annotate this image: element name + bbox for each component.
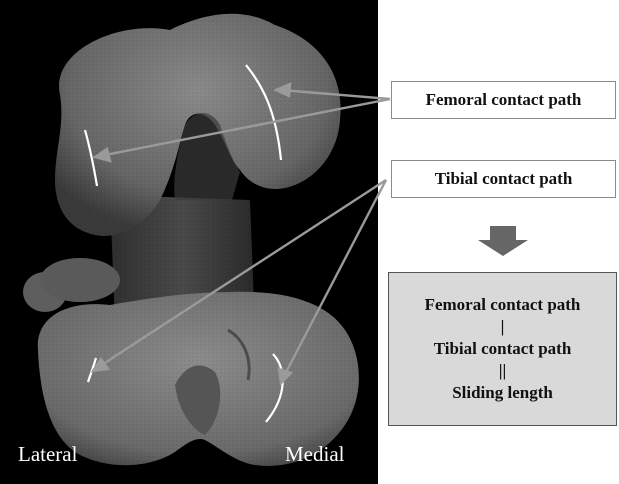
formula-box: Femoral contact path | Tibial contact pa…: [388, 272, 617, 426]
down-arrow-icon: [478, 226, 528, 256]
lateral-label: Lateral: [18, 442, 77, 467]
formula-operator-1: |: [501, 316, 505, 338]
medial-label: Medial: [285, 442, 344, 467]
formula-line-2: Tibial contact path: [434, 338, 572, 360]
formula-line-3: Sliding length: [452, 382, 553, 404]
formula-line-1: Femoral contact path: [425, 294, 581, 316]
femoral-label: Femoral contact path: [391, 81, 616, 119]
formula-operator-2: ||: [499, 360, 507, 382]
tibial-label: Tibial contact path: [391, 160, 616, 198]
